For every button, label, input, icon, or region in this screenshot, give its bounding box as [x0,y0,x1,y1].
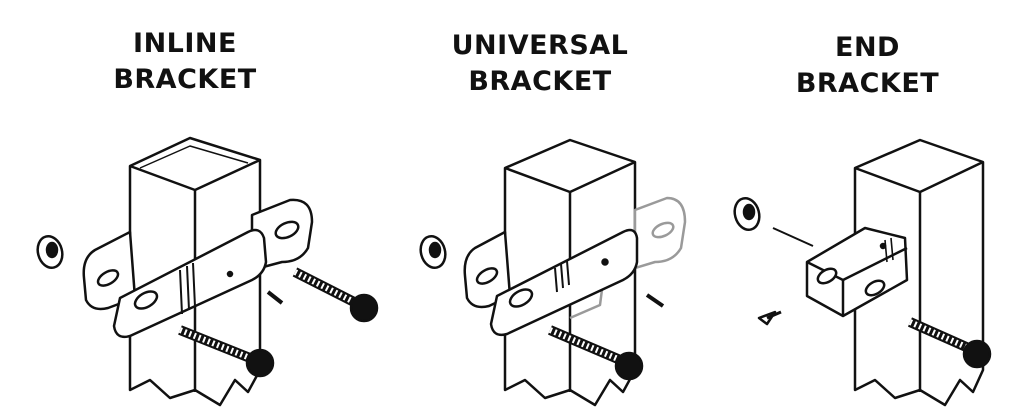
carriage-bolt-rear [292,267,379,323]
lower-slot-hole [864,279,886,297]
wood-screw [757,310,782,326]
inline-bracket-title: INLINE BRACKET [20,26,350,98]
title-line-2: BRACKET [468,66,612,97]
hex-nut [733,196,761,232]
end-bracket-illustration [733,138,992,407]
title-line-2: BRACKET [795,68,940,99]
small-screw [266,290,284,305]
carriage-bolt-front [548,325,644,381]
rear-slot-hole [274,220,300,240]
title-line-2: BRACKET [113,64,257,95]
alignment-line [772,227,814,247]
carriage-bolt-front [178,325,275,378]
title-line-1: INLINE [133,28,237,59]
universal-bracket-title: UNIVERSAL BRACKET [385,28,695,100]
hex-nut [419,234,447,270]
title-line-1: END [835,32,900,63]
carriage-bolt [907,317,992,369]
inline-bracket-panel: INLINE BRACKET [20,0,379,419]
front-bracket-strap [489,228,639,337]
universal-bracket-panel: UNIVERSAL BRACKET [385,0,695,419]
universal-bracket-illustration [419,138,687,407]
inline-bracket-illustration [36,136,379,407]
hex-nut [36,234,64,270]
small-screw [645,293,665,308]
end-bracket-panel: END BRACKET [715,0,1020,419]
left-slot-hole [96,269,120,287]
front-slot-hole [133,290,159,310]
title-line-1: UNIVERSAL [451,30,629,61]
end-bracket-title: END BRACKET [715,30,1020,102]
upper-slot-hole [816,267,838,285]
front-bracket-strap [112,228,268,339]
